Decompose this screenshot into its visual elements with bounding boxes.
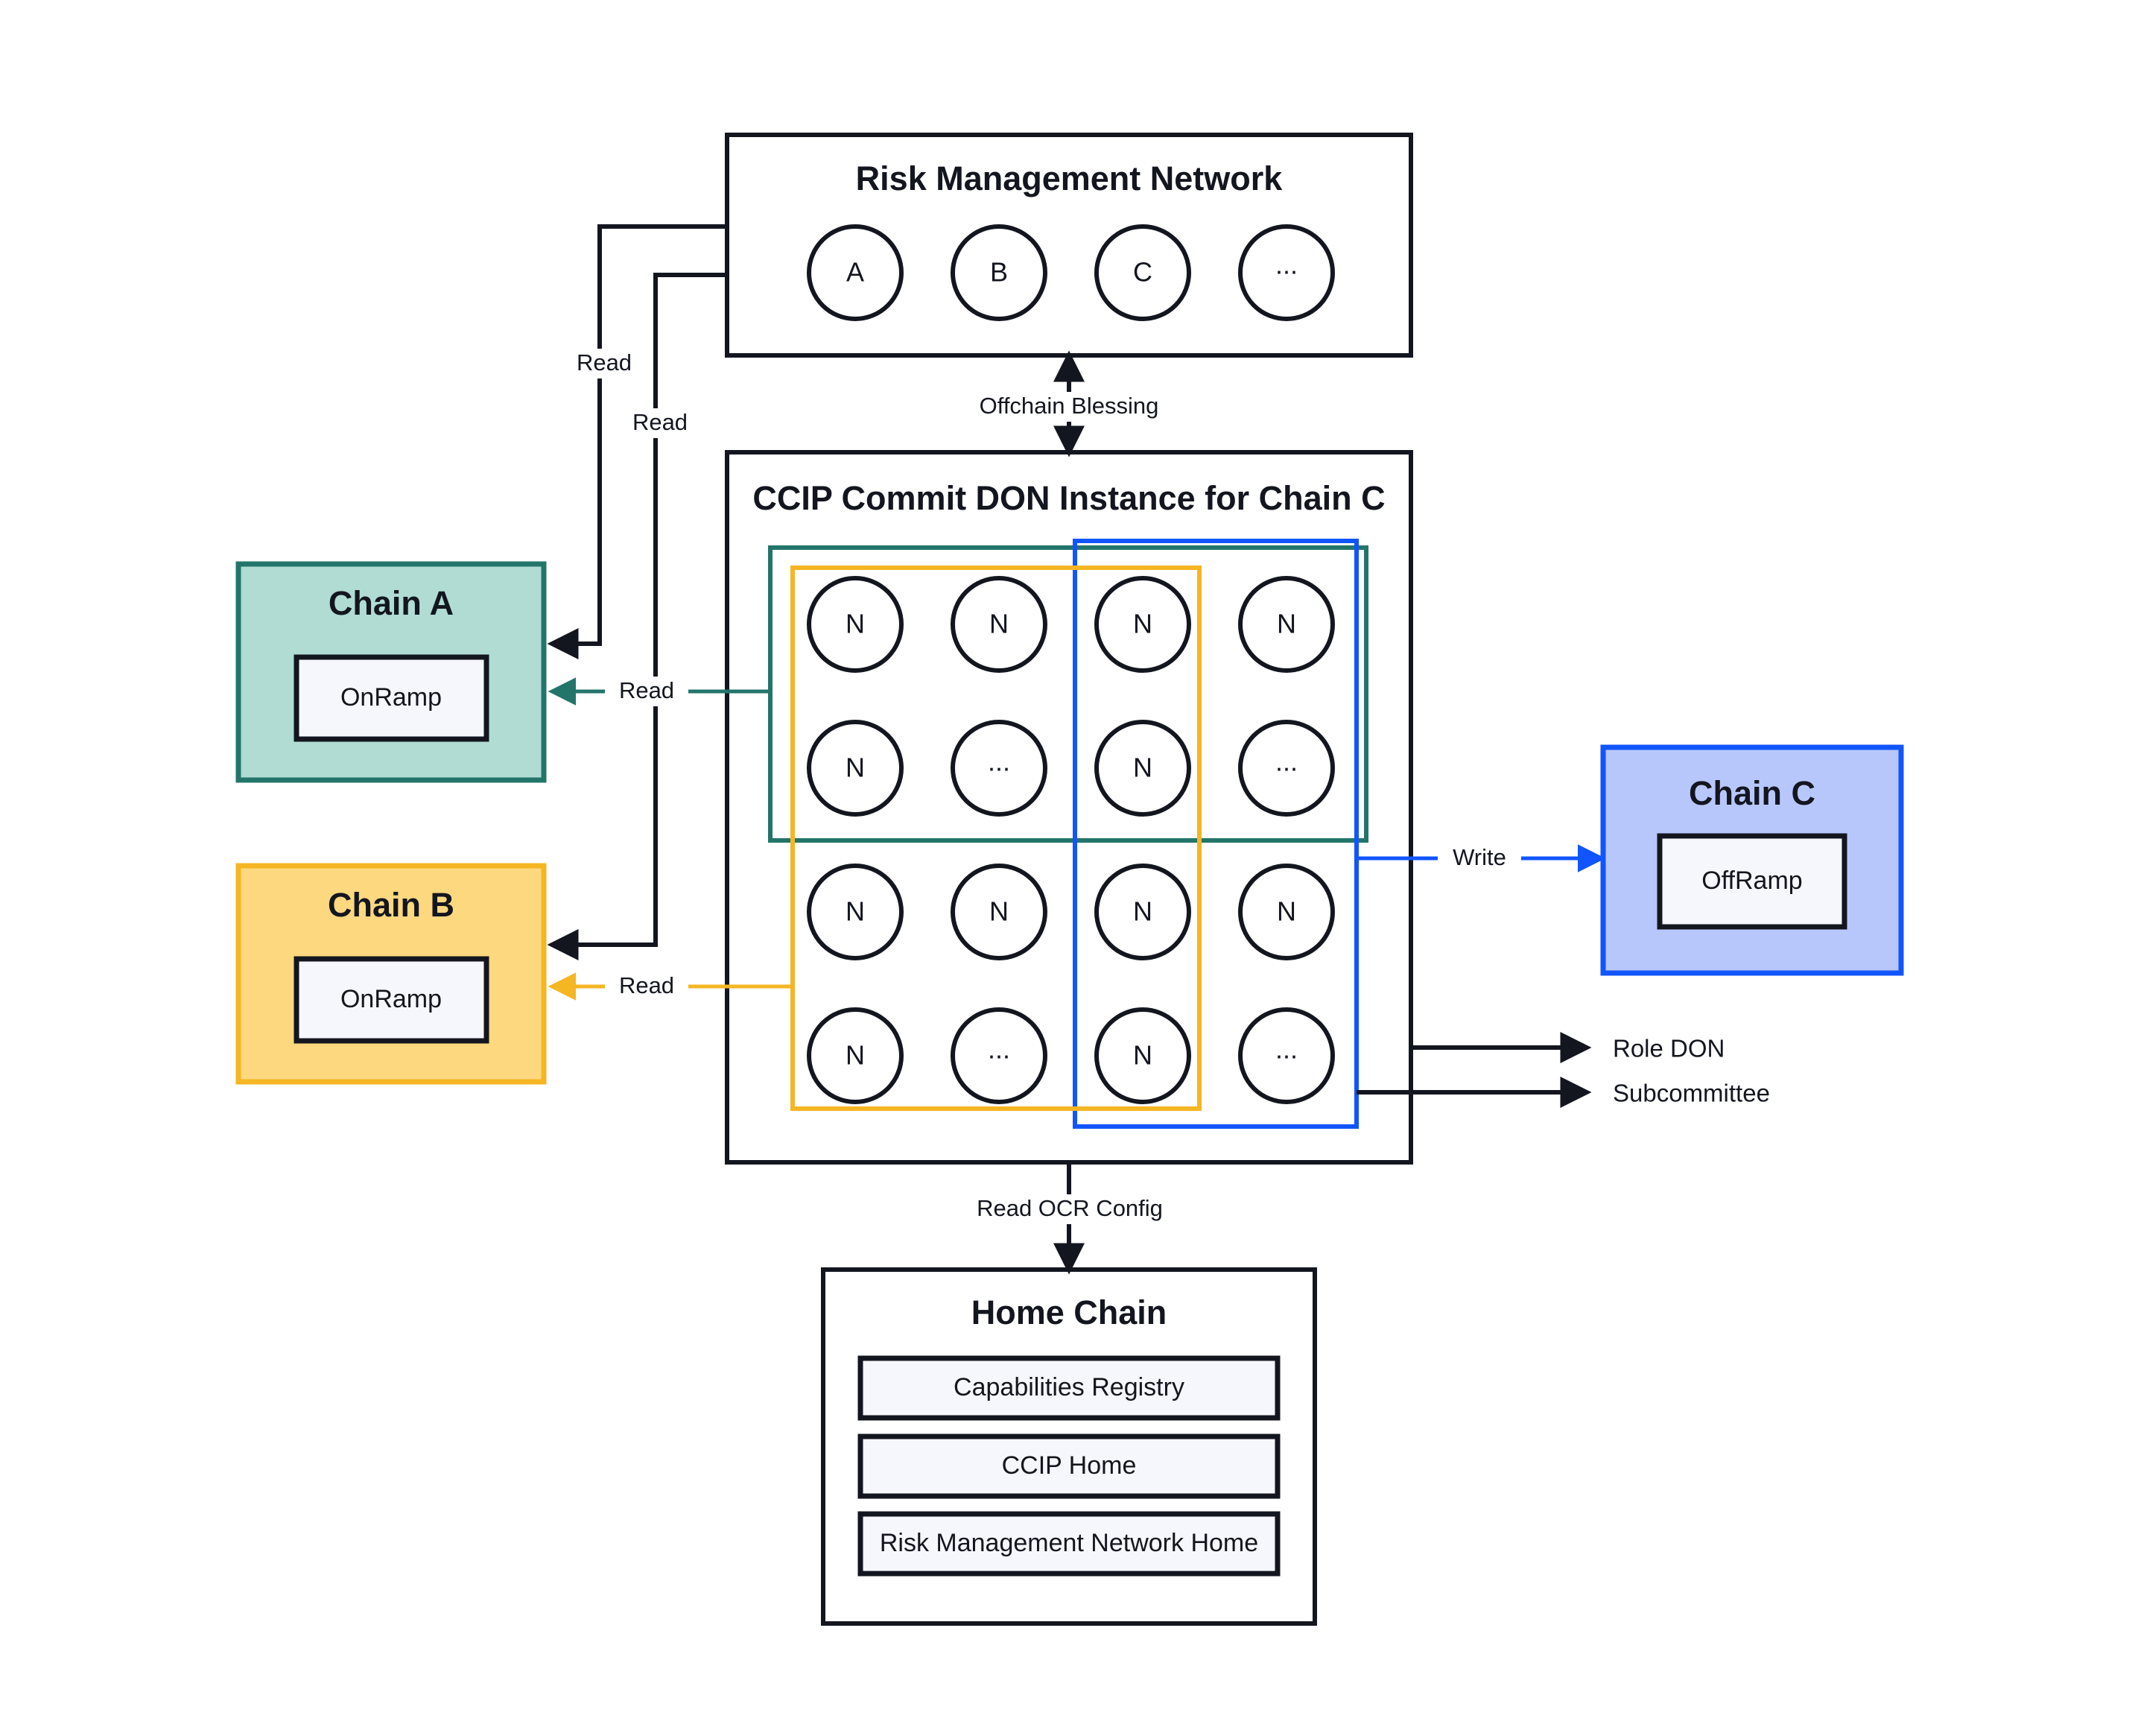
home-chain-box[interactable]: Home Chain Capabilities Registry CCIP Ho… xyxy=(821,1267,1317,1626)
don-node-label: N xyxy=(989,609,1009,639)
edge-don-to-chain-c: Write xyxy=(1357,843,1606,873)
edge-rmn-chain-a-label: Read xyxy=(577,349,632,376)
rmn-node-a-label: A xyxy=(846,257,864,288)
role-don-group-teal[interactable] xyxy=(768,545,1368,843)
legend-subcommittee-label: Subcommittee xyxy=(1613,1080,1770,1107)
edge-rmn-to-chain-b: Read xyxy=(547,273,727,960)
don-node-label: ... xyxy=(1275,747,1298,777)
edge-don-home-chain-label: Read OCR Config xyxy=(977,1195,1163,1221)
don-node-label: ... xyxy=(988,747,1010,777)
edge-don-to-chain-a: Read xyxy=(548,677,770,706)
commit-don-box[interactable]: CCIP Commit DON Instance for Chain C N N… xyxy=(725,450,1413,1165)
don-node-label: N xyxy=(846,1040,865,1071)
don-node[interactable]: N xyxy=(951,864,1047,960)
chain-a-box[interactable]: Chain A OnRamp xyxy=(235,561,547,783)
subcommittee-group-blue[interactable] xyxy=(1073,539,1359,1129)
chain-b-onramp-label: OnRamp xyxy=(340,985,442,1013)
edge-don-chain-a-label: Read xyxy=(619,677,674,703)
don-node[interactable]: ... xyxy=(951,720,1047,817)
don-node-label: N xyxy=(1277,896,1296,927)
legend-role-don-label: Role DON xyxy=(1613,1035,1725,1062)
don-node-label: N xyxy=(846,896,865,927)
don-node-label: N xyxy=(846,753,865,783)
don-node[interactable]: ... xyxy=(1238,720,1335,817)
don-node[interactable]: N xyxy=(807,1007,904,1104)
don-node[interactable]: N xyxy=(1094,864,1191,960)
chain-b-onramp-box[interactable] xyxy=(294,956,489,1044)
chain-a-onramp-box[interactable] xyxy=(294,654,489,742)
risk-management-network-title: Risk Management Network xyxy=(856,159,1284,197)
risk-management-network-home-label: Risk Management Network Home xyxy=(880,1529,1258,1557)
rmn-node-b-label: B xyxy=(990,257,1008,288)
capabilities-registry-label: Capabilities Registry xyxy=(954,1373,1184,1401)
edge-offchain-blessing-label: Offchain Blessing xyxy=(980,393,1159,419)
don-node-label: N xyxy=(989,896,1009,927)
edge-rmn-chain-b-label: Read xyxy=(632,409,688,435)
rmn-node-c-label: C xyxy=(1133,257,1152,288)
edge-don-chain-b-label: Read xyxy=(619,972,674,998)
don-node[interactable]: N xyxy=(1094,720,1191,817)
risk-management-network-box[interactable]: Risk Management Network A B C ... xyxy=(725,133,1413,358)
don-node[interactable]: ... xyxy=(951,1007,1047,1104)
rmn-node-more-label: ... xyxy=(1275,250,1298,280)
capabilities-registry-box[interactable] xyxy=(857,1355,1281,1421)
chain-c-offramp-box[interactable] xyxy=(1657,833,1847,930)
don-node-label: N xyxy=(846,609,865,639)
don-node[interactable]: N xyxy=(807,576,904,673)
don-node-label: ... xyxy=(988,1034,1010,1065)
don-node[interactable]: N xyxy=(1094,576,1191,673)
chain-b-title: Chain B xyxy=(328,886,454,924)
rmn-node-a[interactable]: A xyxy=(807,224,904,321)
don-node[interactable]: N xyxy=(1094,1007,1191,1104)
edge-don-chain-c-label: Write xyxy=(1453,844,1506,870)
don-node-label: N xyxy=(1133,1040,1152,1071)
don-node-label: N xyxy=(1133,609,1152,639)
chain-c-title: Chain C xyxy=(1689,774,1815,812)
don-node-label: ... xyxy=(1275,1034,1298,1065)
edge-don-to-chain-b: Read xyxy=(548,972,793,1001)
commit-don-title: CCIP Commit DON Instance for Chain C xyxy=(752,479,1385,517)
chain-b-box[interactable]: Chain B OnRamp xyxy=(235,863,547,1085)
don-node[interactable]: ... xyxy=(1238,1007,1335,1104)
don-node-label: N xyxy=(1133,753,1152,783)
risk-management-network-home-box[interactable] xyxy=(857,1511,1281,1577)
edge-rmn-to-chain-a: Read xyxy=(547,224,727,659)
don-node-label: N xyxy=(1277,609,1296,639)
edge-offchain-blessing: Offchain Blessing xyxy=(970,350,1170,457)
ccip-home-label: CCIP Home xyxy=(1002,1451,1137,1480)
role-don-group-orange[interactable] xyxy=(790,566,1202,1111)
don-node[interactable]: N xyxy=(807,864,904,960)
ccip-home-box[interactable] xyxy=(857,1434,1281,1499)
home-chain-title: Home Chain xyxy=(971,1293,1167,1331)
chain-a-title: Chain A xyxy=(329,584,454,622)
legend-subcommittee: Subcommittee xyxy=(1357,1077,1770,1108)
edge-don-to-home-chain: Read OCR Config xyxy=(961,1165,1178,1275)
don-node[interactable]: N xyxy=(1238,576,1335,673)
don-node[interactable]: N xyxy=(1238,864,1335,960)
legend-role-don: Role DON xyxy=(1411,1032,1725,1063)
chain-c-box[interactable]: Chain C OffRamp xyxy=(1600,744,1904,976)
rmn-node-c[interactable]: C xyxy=(1094,224,1191,321)
don-node[interactable]: N xyxy=(807,720,904,817)
don-node[interactable]: N xyxy=(951,576,1047,673)
don-node-label: N xyxy=(1133,896,1152,927)
chain-a-onramp-label: OnRamp xyxy=(340,683,442,712)
rmn-node-b[interactable]: B xyxy=(951,224,1047,321)
chain-c-offramp-label: OffRamp xyxy=(1701,867,1802,895)
rmn-node-more[interactable]: ... xyxy=(1238,224,1335,321)
